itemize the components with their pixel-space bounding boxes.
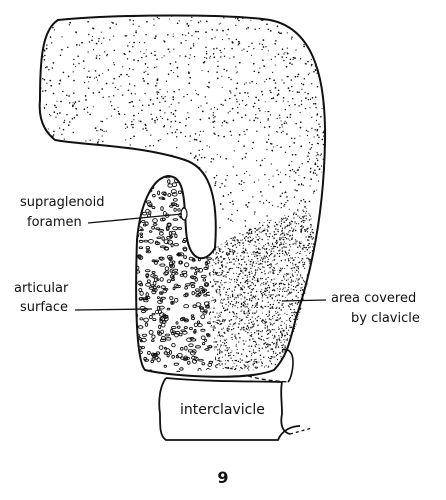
- leader-articular: [74, 308, 153, 311]
- label-articular-line2: surface: [20, 300, 69, 315]
- interclavicle-dashed-edge: [289, 427, 313, 435]
- leader-clavicle: [281, 299, 327, 302]
- label-interclavicle: interclavicle: [180, 402, 265, 418]
- dashed-outline-upper: [247, 375, 289, 383]
- label-clavicle-area-line1: area covered: [331, 291, 417, 306]
- label-clavicle-area-line2: by clavicle: [351, 311, 420, 326]
- bone-lower-tab: [281, 348, 294, 383]
- label-supraglenoid-line1: supraglenoid: [20, 195, 105, 210]
- label-articular-line1: articular: [14, 281, 69, 296]
- label-supraglenoid-line2: foramen: [27, 215, 82, 230]
- clavicle-area-stipple: [209, 210, 315, 371]
- figure-number: 9: [217, 468, 229, 487]
- bone-outline: [38, 14, 327, 378]
- leader-supraglenoid: [87, 213, 183, 224]
- interclavicle-outline: [158, 377, 301, 441]
